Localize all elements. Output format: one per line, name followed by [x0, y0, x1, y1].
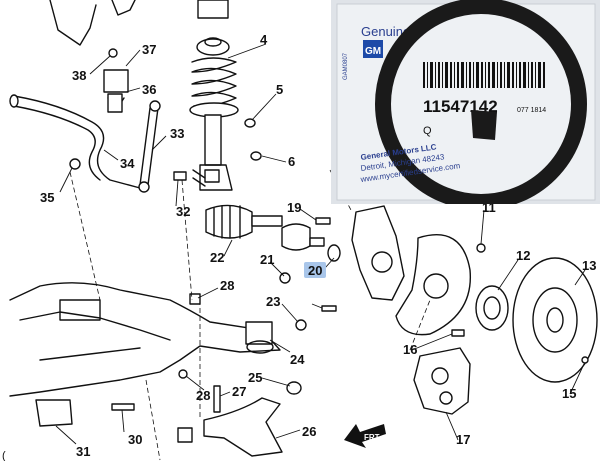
bolt-27: [213, 385, 221, 413]
gm-logo: GM: [365, 46, 381, 57]
callout-25: 25: [248, 370, 262, 385]
bolt-30: [111, 403, 135, 411]
gasket-ring: [375, 0, 587, 204]
callout-27: 27: [232, 384, 246, 399]
splash-shield-hole: [423, 273, 449, 299]
brand-line: Genuine: [361, 24, 410, 39]
callout-4: 4: [260, 32, 268, 47]
strut-tube: [192, 114, 233, 191]
front-arrow-label: FRT: [364, 433, 380, 442]
gm-logo-box: [363, 40, 383, 58]
qty-label: Q: [423, 125, 432, 137]
callout-16: 16: [403, 342, 417, 357]
gasket-tab: [471, 110, 497, 140]
product-photo-canvas: Genuine GM GAM0807 11547142 077 1814 Q: [331, 0, 600, 204]
lower-control-arm: [203, 397, 283, 457]
callout-36: 36: [142, 82, 156, 97]
callout-6: 6: [288, 154, 295, 169]
callout-22: 22: [210, 250, 224, 265]
ref-line-6: [409, 299, 431, 351]
bar-bushing: [103, 69, 129, 113]
bushing-29: [177, 427, 193, 443]
nut-28-lower: [178, 369, 188, 379]
hub-bearing: [451, 285, 509, 337]
callout-21: 21: [260, 252, 274, 267]
brake-rotor: [512, 257, 598, 383]
callout-33: 33: [170, 126, 184, 141]
nut-28: [189, 293, 201, 305]
stabilizer-link: [138, 100, 161, 193]
control-arm-bushings: [245, 321, 274, 354]
coil-spring: [189, 57, 239, 118]
nut-5: [244, 118, 256, 128]
callout-24: 24: [290, 352, 305, 367]
callout-17: 17: [456, 432, 470, 447]
ref-line-2: [181, 179, 193, 301]
callout-31: 31: [76, 444, 90, 459]
body-bracket-2: [111, 0, 136, 16]
corner-mark: (: [2, 450, 6, 461]
bolt-38: [108, 48, 118, 58]
callout-20-highlight: [304, 262, 326, 278]
drive-axle: [205, 204, 325, 251]
bolt-19: [315, 217, 331, 225]
bolt-11: [476, 243, 486, 253]
brake-caliper: [413, 347, 471, 415]
splash-shield: [395, 234, 472, 336]
callout-20: 20: [308, 263, 322, 278]
body-bracket: [49, 0, 97, 46]
callout-32: 32: [176, 204, 190, 219]
callout-35: 35: [40, 190, 54, 205]
washer-20: [327, 244, 341, 262]
callout-37: 37: [142, 42, 156, 57]
insulator-31: [35, 399, 73, 427]
callout-38: 38: [72, 68, 86, 83]
callout-23: 23: [266, 294, 280, 309]
front-arrow: FRT: [344, 424, 386, 448]
nut-6: [250, 151, 262, 161]
strut-mount: [196, 0, 230, 56]
steering-knuckle: [351, 205, 405, 301]
screw-15: [581, 356, 589, 364]
bolt-32: [173, 171, 187, 181]
callout-5: 5: [276, 82, 283, 97]
product-photo: Genuine GM GAM0807 11547142 077 1814 Q: [331, 0, 600, 204]
stabilizer-bar: [9, 94, 141, 189]
callout-30: 30: [128, 432, 142, 447]
callout-13: 13: [582, 258, 596, 273]
callout-28-lower: 28: [196, 388, 210, 403]
nut-23: [295, 319, 307, 331]
leader-lines: [55, 43, 586, 445]
washer-25: [286, 381, 302, 395]
subframe: [9, 282, 281, 397]
side-code: GAM0807: [343, 52, 349, 80]
barcode-small: 077 1814: [517, 107, 546, 114]
nut-21: [279, 272, 291, 284]
callout-26: 26: [302, 424, 316, 439]
bolt-18: [321, 305, 337, 312]
callout-19: 19: [287, 200, 301, 215]
callout-15: 15: [562, 386, 576, 401]
nut-35: [69, 158, 81, 170]
callout-12: 12: [516, 248, 530, 263]
ref-line-4: [145, 379, 161, 461]
ref-line-1: [69, 171, 101, 301]
callout-28: 28: [220, 278, 234, 293]
callout-34: 34: [120, 156, 135, 171]
barcode: [423, 62, 545, 88]
